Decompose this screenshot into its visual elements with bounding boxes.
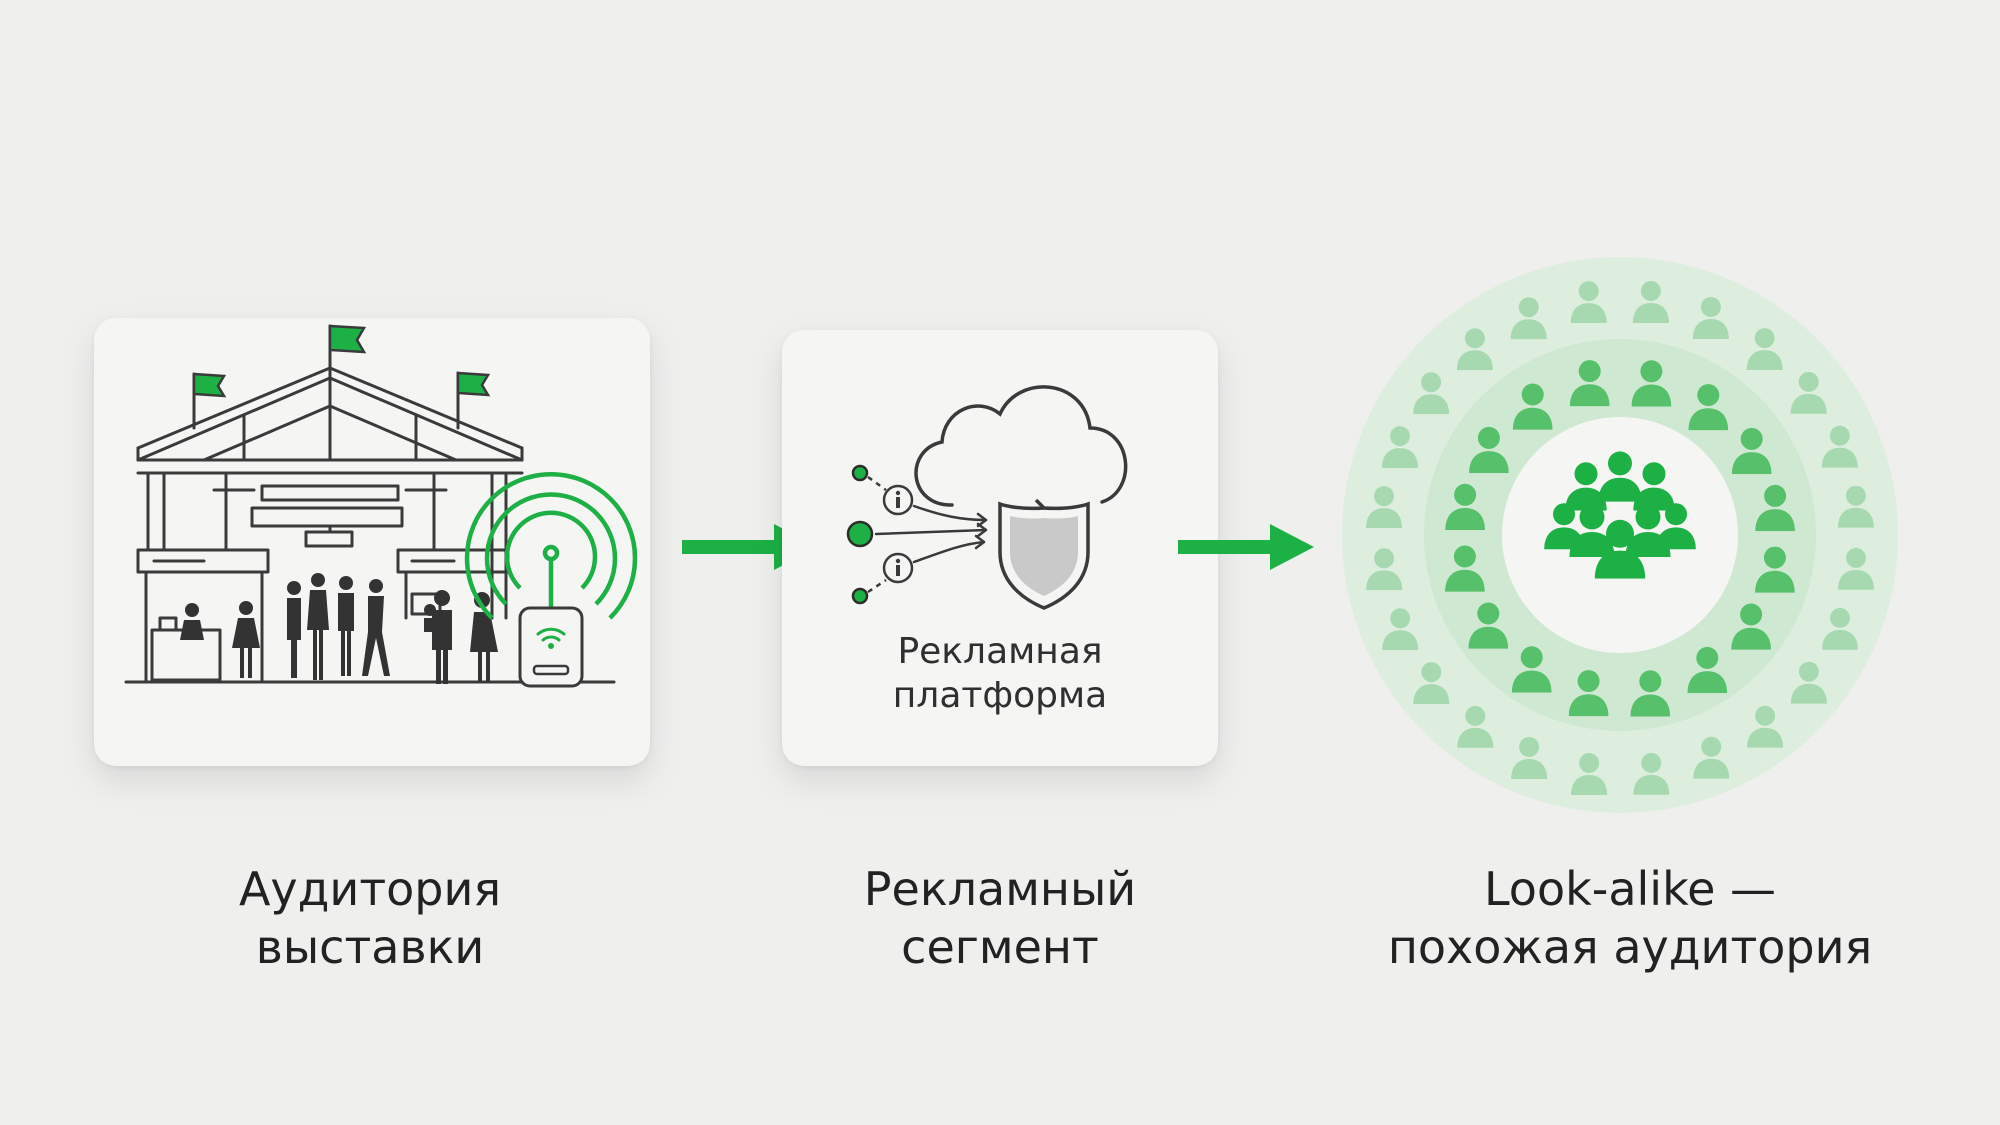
exhibition-venue-icon [124, 324, 638, 688]
people-rings-icon [1342, 257, 1898, 813]
caption-segment-line2: сегмент [901, 920, 1099, 974]
caption-exhibition-line2: выставки [255, 920, 485, 974]
caption-lookalike-line2: похожая аудитория [1387, 920, 1873, 974]
exhibition-card [94, 318, 650, 766]
ad-platform-label-line2: платформа [892, 675, 1108, 716]
caption-lookalike-line1: Look-alike — [1483, 862, 1776, 916]
cloud-shield-icon [846, 385, 1128, 610]
caption-ad-segment: Рекламный сегмент [800, 860, 1200, 976]
ad-platform-label: Рекламная платформа [782, 630, 1218, 718]
ad-platform-label-line1: Рекламная [897, 631, 1103, 672]
caption-lookalike-audience: Look-alike — похожая аудитория [1330, 860, 1930, 976]
caption-exhibition-line1: Аудитория [238, 862, 502, 916]
arrow-right-icon [1178, 524, 1314, 570]
ad-platform-card: Рекламная платформа [782, 330, 1218, 766]
caption-segment-line1: Рекламный [863, 862, 1137, 916]
caption-exhibition-audience: Аудитория выставки [170, 860, 570, 976]
